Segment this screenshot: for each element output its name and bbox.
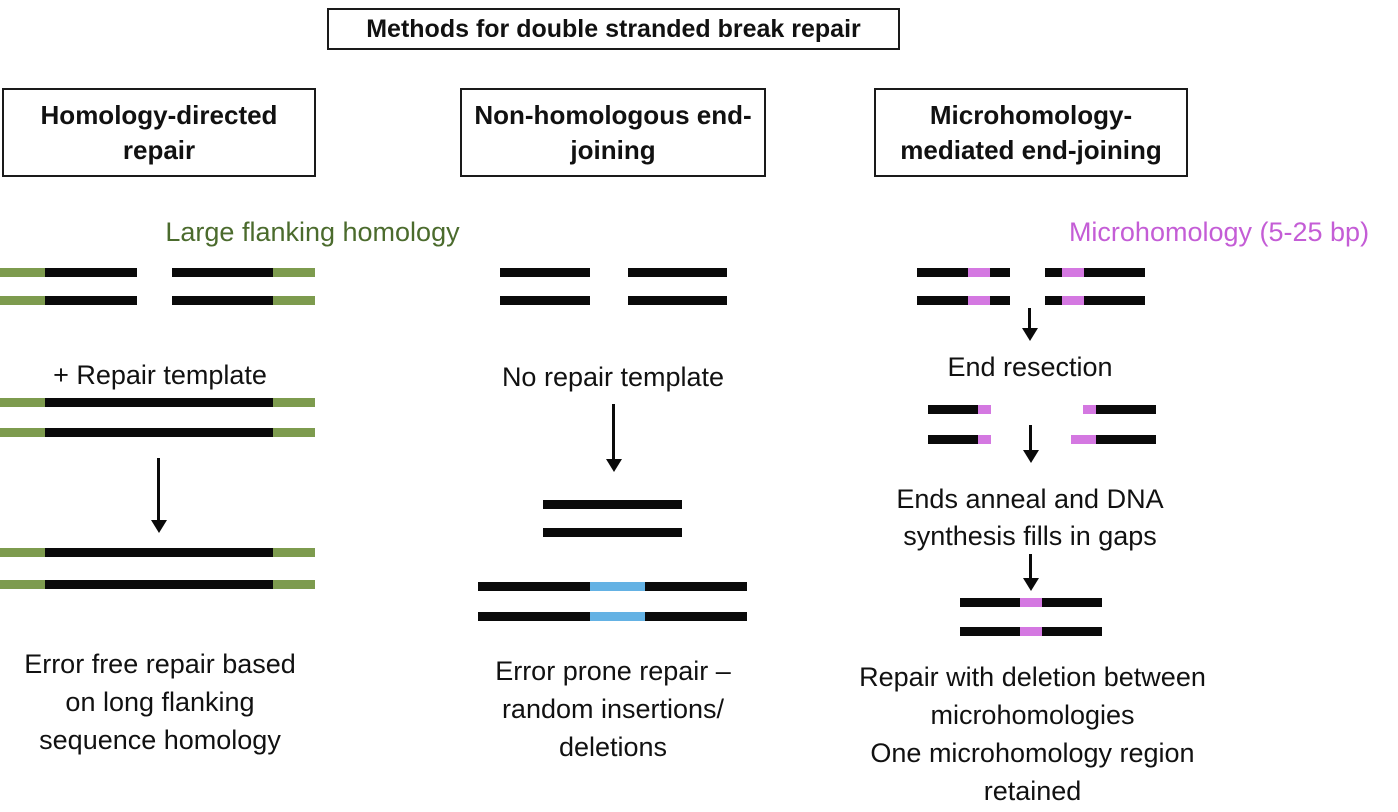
mmej-down-arrow-2-icon	[1029, 425, 1032, 451]
dna-segment-black	[45, 398, 273, 407]
nhej-result-text: Error prone repair – random insertions/de…	[448, 652, 778, 766]
text-line: Repair with deletion between	[859, 662, 1206, 692]
nhej-no-template-label: No repair template	[501, 362, 725, 392]
dna-segment-black	[543, 528, 682, 537]
dna-segment-green	[0, 268, 45, 277]
hdr-homology-label: Large flanking homology	[165, 217, 460, 247]
dna-segment-black	[628, 268, 727, 277]
header-microhomology-mediated-end-joining: Microhomology-mediated end-joining	[874, 88, 1188, 177]
dna-segment-black	[928, 435, 978, 444]
text-line: One microhomology region	[870, 738, 1195, 768]
dna-segment-black	[1045, 296, 1062, 305]
text-line: retained	[983, 776, 1082, 806]
dna-segment-purple	[1020, 627, 1042, 636]
text-line: Error free repair based	[24, 649, 296, 679]
text-line: Ends anneal and DNA	[896, 484, 1164, 514]
dna-segment-purple	[968, 268, 990, 277]
hdr-result-text: Error free repair based on long flanking s…	[0, 645, 320, 759]
dna-segment-green	[0, 428, 45, 437]
dna-segment-green	[273, 398, 315, 407]
header-nhej-text: Non-homologous end-joining	[474, 100, 752, 165]
dna-segment-black	[990, 296, 1010, 305]
dna-segment-black	[543, 500, 682, 509]
dna-segment-blue	[590, 582, 645, 591]
dna-segment-black	[1042, 598, 1102, 607]
dna-segment-purple	[1062, 268, 1084, 277]
dna-segment-black	[172, 296, 273, 305]
dna-segment-purple	[978, 405, 991, 414]
dna-segment-purple	[1062, 296, 1084, 305]
hdr-down-arrow-icon	[157, 458, 160, 521]
text-line: deletions	[558, 732, 668, 762]
mmej-result-text: Repair with deletion between microhomolog…	[825, 658, 1240, 810]
dna-segment-green	[0, 398, 45, 407]
dna-segment-black	[1096, 405, 1156, 414]
text-line: Error prone repair –	[495, 656, 731, 686]
mmej-anneal-text: Ends anneal and DNA synthesis fills in ga…	[880, 481, 1180, 555]
dna-segment-green	[273, 296, 315, 305]
dna-segment-black	[917, 268, 968, 277]
dna-segment-black	[990, 268, 1010, 277]
dna-segment-purple	[1020, 598, 1042, 607]
dna-segment-black	[478, 612, 590, 621]
dna-segment-blue	[590, 612, 645, 621]
text-line: microhomologies	[930, 700, 1135, 730]
dna-segment-purple	[1071, 435, 1096, 444]
mmej-down-arrow-3-icon	[1029, 554, 1032, 579]
dna-segment-green	[273, 428, 315, 437]
dna-segment-green	[273, 580, 315, 589]
mmej-end-resection-label: End resection	[947, 352, 1113, 382]
dna-segment-black	[960, 627, 1020, 636]
dna-segment-black	[1084, 296, 1145, 305]
dna-segment-black	[960, 598, 1020, 607]
dna-segment-purple	[968, 296, 990, 305]
dna-segment-black	[645, 582, 747, 591]
mmej-down-arrow-1-icon	[1028, 308, 1031, 329]
mmej-microhomology-label: Microhomology (5-25 bp)	[1068, 217, 1370, 247]
dna-segment-green	[0, 580, 45, 589]
header-non-homologous-end-joining: Non-homologous end-joining	[460, 88, 766, 177]
dna-segment-black	[172, 268, 273, 277]
dna-segment-purple	[978, 435, 991, 444]
dna-segment-purple	[1083, 405, 1096, 414]
header-hdr-text: Homology-directed repair	[40, 100, 278, 165]
dna-segment-green	[273, 268, 315, 277]
header-mmej-text: Microhomology-mediated end-joining	[900, 100, 1162, 165]
dna-segment-black	[478, 582, 590, 591]
dna-segment-black	[500, 268, 590, 277]
hdr-repair-template-label: + Repair template	[53, 360, 267, 390]
dna-segment-black	[45, 296, 137, 305]
text-line: synthesis fills in gaps	[903, 521, 1157, 551]
dna-segment-black	[628, 296, 727, 305]
dna-segment-green	[0, 548, 45, 557]
dna-segment-black	[45, 548, 273, 557]
dna-segment-black	[45, 428, 273, 437]
dna-segment-black	[1096, 435, 1156, 444]
dna-segment-black	[45, 580, 273, 589]
dna-segment-black	[1042, 627, 1102, 636]
nhej-down-arrow-icon	[612, 404, 615, 460]
text-line: sequence homology	[39, 725, 281, 755]
dna-segment-black	[645, 612, 747, 621]
dna-segment-black	[1045, 268, 1062, 277]
text-line: random insertions/	[501, 694, 725, 724]
dna-segment-green	[0, 296, 45, 305]
header-homology-directed-repair: Homology-directed repair	[2, 88, 316, 177]
dna-segment-black	[917, 296, 968, 305]
diagram-title-text: Methods for double stranded break repair	[366, 14, 861, 43]
text-line: on long flanking	[65, 687, 255, 717]
dna-segment-black	[1084, 268, 1145, 277]
dna-segment-black	[928, 405, 978, 414]
dna-segment-black	[45, 268, 137, 277]
dna-segment-black	[500, 296, 590, 305]
dna-segment-green	[273, 548, 315, 557]
diagram-title: Methods for double stranded break repair	[327, 8, 900, 50]
